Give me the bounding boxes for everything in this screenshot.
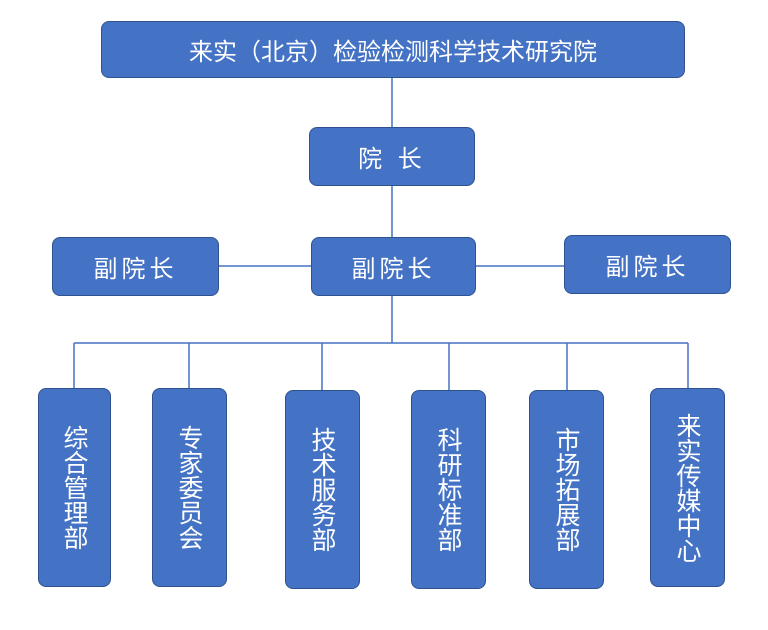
dept-label-media-center: 来实传媒中心 bbox=[673, 412, 702, 563]
dept-box-general-management: 综合管理部 bbox=[38, 388, 111, 587]
vice-director-label-right: 副院长 bbox=[605, 253, 690, 281]
dept-label-technical-service: 技术服务部 bbox=[308, 427, 337, 552]
vice-director-label-left: 副院长 bbox=[93, 255, 178, 283]
dept-box-media-center: 来实传媒中心 bbox=[650, 388, 725, 587]
dept-label-expert-committee: 专家委员会 bbox=[175, 425, 204, 550]
dept-box-research-standards: 科研标准部 bbox=[411, 390, 486, 589]
root-org-label: 来实（北京）检验检测科学技术研究院 bbox=[189, 38, 597, 66]
vice-director-box-left: 副院长 bbox=[52, 237, 219, 296]
dept-box-market-development: 市场拓展部 bbox=[529, 390, 604, 589]
root-org-box: 来实（北京）检验检测科学技术研究院 bbox=[101, 21, 685, 78]
vice-director-box-right: 副院长 bbox=[564, 235, 731, 294]
dept-label-general-management: 综合管理部 bbox=[60, 425, 89, 550]
dept-label-market-development: 市场拓展部 bbox=[552, 427, 581, 552]
dept-box-expert-committee: 专家委员会 bbox=[152, 388, 227, 587]
director-box: 院 长 bbox=[309, 127, 475, 186]
vice-director-box-center: 副院长 bbox=[311, 237, 476, 296]
vice-director-label-center: 副院长 bbox=[351, 255, 436, 283]
director-label: 院 长 bbox=[358, 145, 426, 173]
dept-box-technical-service: 技术服务部 bbox=[285, 390, 360, 589]
dept-label-research-standards: 科研标准部 bbox=[434, 427, 463, 552]
